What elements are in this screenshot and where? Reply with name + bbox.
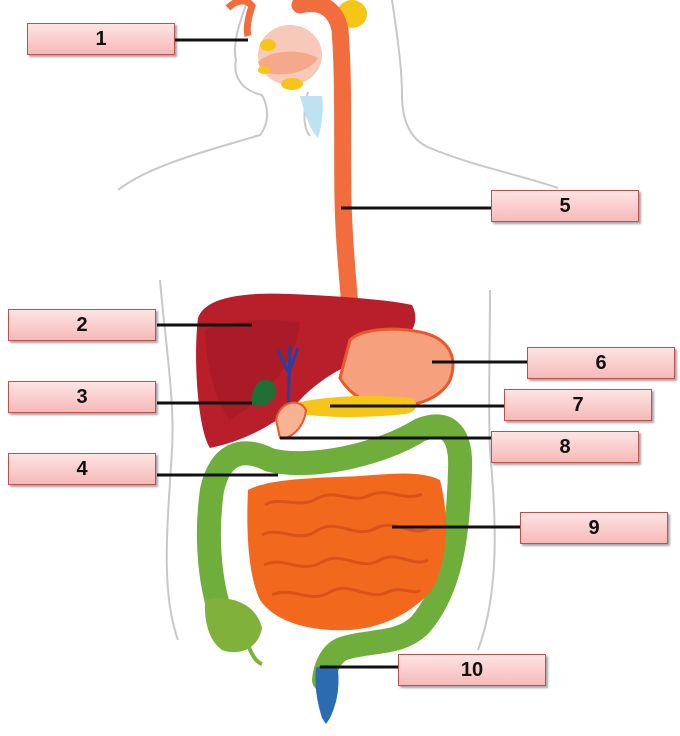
label-text-7: 7 xyxy=(572,393,584,416)
large-intestine xyxy=(196,414,473,692)
label-box-8: 8 xyxy=(491,431,639,463)
label-text-6: 6 xyxy=(595,351,607,374)
label-text-10: 10 xyxy=(460,658,484,681)
label-box-7: 7 xyxy=(504,389,652,421)
pointer-lines xyxy=(157,38,527,669)
mouth-region xyxy=(225,0,367,138)
tongue xyxy=(258,51,318,75)
salivary-gland-4 xyxy=(258,66,270,74)
stomach xyxy=(338,327,455,408)
gallbladder xyxy=(251,379,277,407)
label-box-9: 9 xyxy=(520,512,668,544)
salivary-gland-2 xyxy=(260,39,276,51)
liver-shade xyxy=(205,320,300,420)
label-box-3: 3 xyxy=(8,381,156,413)
cecum xyxy=(204,598,262,653)
salivary-gland-3 xyxy=(281,78,303,90)
rectum xyxy=(315,665,339,724)
label-text-4: 4 xyxy=(76,457,88,480)
label-text-5: 5 xyxy=(559,194,571,217)
label-box-2: 2 xyxy=(8,309,156,341)
label-box-1: 1 xyxy=(27,23,175,55)
duodenum xyxy=(274,401,308,440)
label-text-3: 3 xyxy=(76,385,88,408)
label-box-4: 4 xyxy=(8,453,156,485)
trachea xyxy=(300,96,323,138)
label-text-1: 1 xyxy=(95,27,107,50)
label-text-9: 9 xyxy=(588,516,600,539)
label-box-6: 6 xyxy=(527,347,675,379)
body-outline xyxy=(117,0,559,651)
label-box-5: 5 xyxy=(491,190,639,222)
label-box-10: 10 xyxy=(398,654,546,686)
small-intestine xyxy=(247,473,447,631)
label-text-8: 8 xyxy=(559,435,571,458)
esophagus xyxy=(291,0,362,354)
label-text-2: 2 xyxy=(76,313,88,336)
appendix xyxy=(246,644,263,666)
